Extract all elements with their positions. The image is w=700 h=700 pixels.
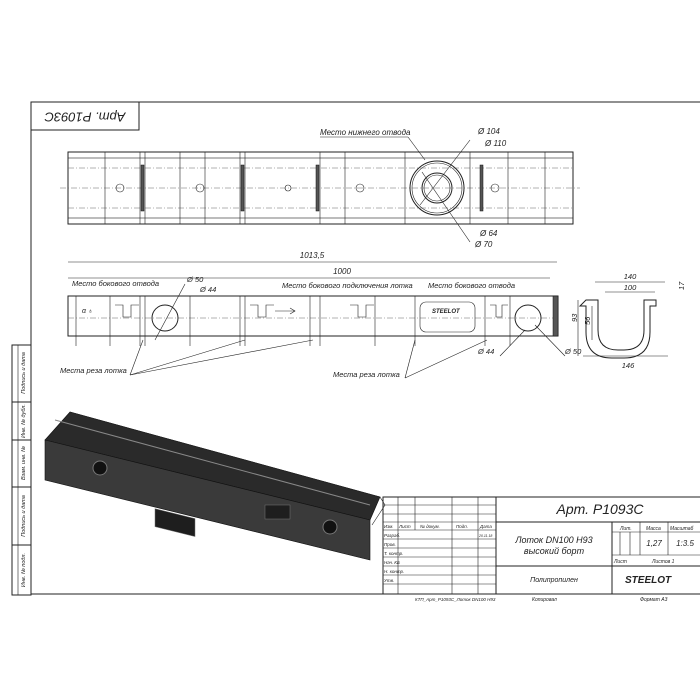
col-header: Изм.: [384, 524, 394, 529]
title-brand-logo: STEELOT: [625, 575, 672, 586]
dim-d50-left: Ø 50: [186, 275, 204, 284]
stamp-field: Взам. инв. №: [21, 446, 27, 480]
row-label: Нач. КБ: [384, 560, 400, 565]
label-bottom-outlet: Место нижнего отвода: [320, 128, 411, 137]
stamp-field: Подпись и дата: [21, 352, 27, 394]
label-side-connection: Место бокового подключения лотка: [282, 281, 413, 290]
dim-d64: Ø 64: [479, 229, 498, 238]
format-label: Формат А3: [640, 597, 668, 603]
dim-d50-right: Ø 50: [564, 347, 582, 356]
sheets-label: Листов 1: [651, 559, 675, 565]
dim-inner-height: 56: [583, 316, 592, 325]
scale-label: Масштаб: [670, 526, 694, 532]
stamp-field: Инв. № подл.: [21, 553, 27, 587]
isometric-view: [44, 411, 386, 561]
row-label: Пров.: [384, 542, 396, 547]
title-article: Арт. P1093C: [555, 501, 644, 517]
cross-section: [577, 281, 668, 359]
rotated-article-stamp: Арт. P1093C: [44, 110, 126, 125]
row-label: Утв.: [384, 578, 394, 583]
dim-d44-left: Ø 44: [199, 285, 216, 294]
dim-width-bottom: 146: [622, 361, 635, 370]
dim-width-top: 140: [624, 272, 637, 281]
dim-length: 1000: [333, 267, 351, 276]
label-cut-right: Места реза лотка: [333, 370, 400, 379]
dim-flange: 17: [677, 281, 686, 290]
row-label: Т. контр.: [384, 551, 403, 556]
dim-d70: Ø 70: [474, 240, 493, 249]
label-side-outlet-left: Место бокового отвода: [72, 279, 159, 288]
dim-d104: Ø 104: [477, 127, 500, 136]
dim-height: 93: [570, 313, 579, 322]
sheet-label: Лист: [613, 559, 627, 565]
col-header: Дата: [479, 524, 492, 529]
col-header: № докум.: [420, 524, 440, 529]
title-name-line2: высокий борт: [524, 546, 585, 556]
label-cut-left: Места реза лотка: [60, 366, 127, 375]
side-view-brand: STEELOT: [432, 309, 461, 315]
stamp-field: Подпись и дата: [21, 495, 27, 537]
title-block: [382, 496, 700, 595]
label-side-outlet-right: Место бокового отвода: [428, 281, 515, 290]
marking: α ♁: [82, 308, 93, 315]
top-view: [60, 139, 580, 243]
dim-overall-length: 1013,5: [300, 251, 325, 260]
file-name: КТП_Арт_P1093C_Лоток DN100 H93: [415, 597, 496, 602]
arrow-marking: [275, 307, 296, 315]
side-view: α ♁ STEELOT: [67, 295, 559, 346]
title-material: Полипропилен: [530, 577, 578, 584]
lit-label: Лит.: [619, 526, 632, 532]
stamp-field: Инв. № дубл.: [21, 404, 27, 438]
dim-width-inner: 100: [624, 283, 637, 292]
rotated-stamp-box: [30, 101, 140, 131]
row-label: Разраб.: [384, 533, 400, 538]
scale-value: 1:3.5: [676, 539, 694, 548]
date: 20.11.18: [478, 534, 492, 538]
dim-d110: Ø 110: [484, 139, 507, 148]
copied-label: Копировал: [532, 597, 557, 603]
side-stamp: Подпись и дата Инв. № дубл. Взам. инв. №…: [11, 344, 32, 596]
col-header: Лист: [398, 524, 411, 529]
title-name-line1: Лоток DN100 H93: [514, 535, 592, 545]
row-label: Н. контр.: [384, 569, 404, 574]
dim-d44-right: Ø 44: [477, 347, 494, 356]
col-header: Подп.: [456, 524, 468, 529]
mass-label: Масса: [646, 526, 661, 532]
mass-value: 1,27: [646, 539, 662, 548]
